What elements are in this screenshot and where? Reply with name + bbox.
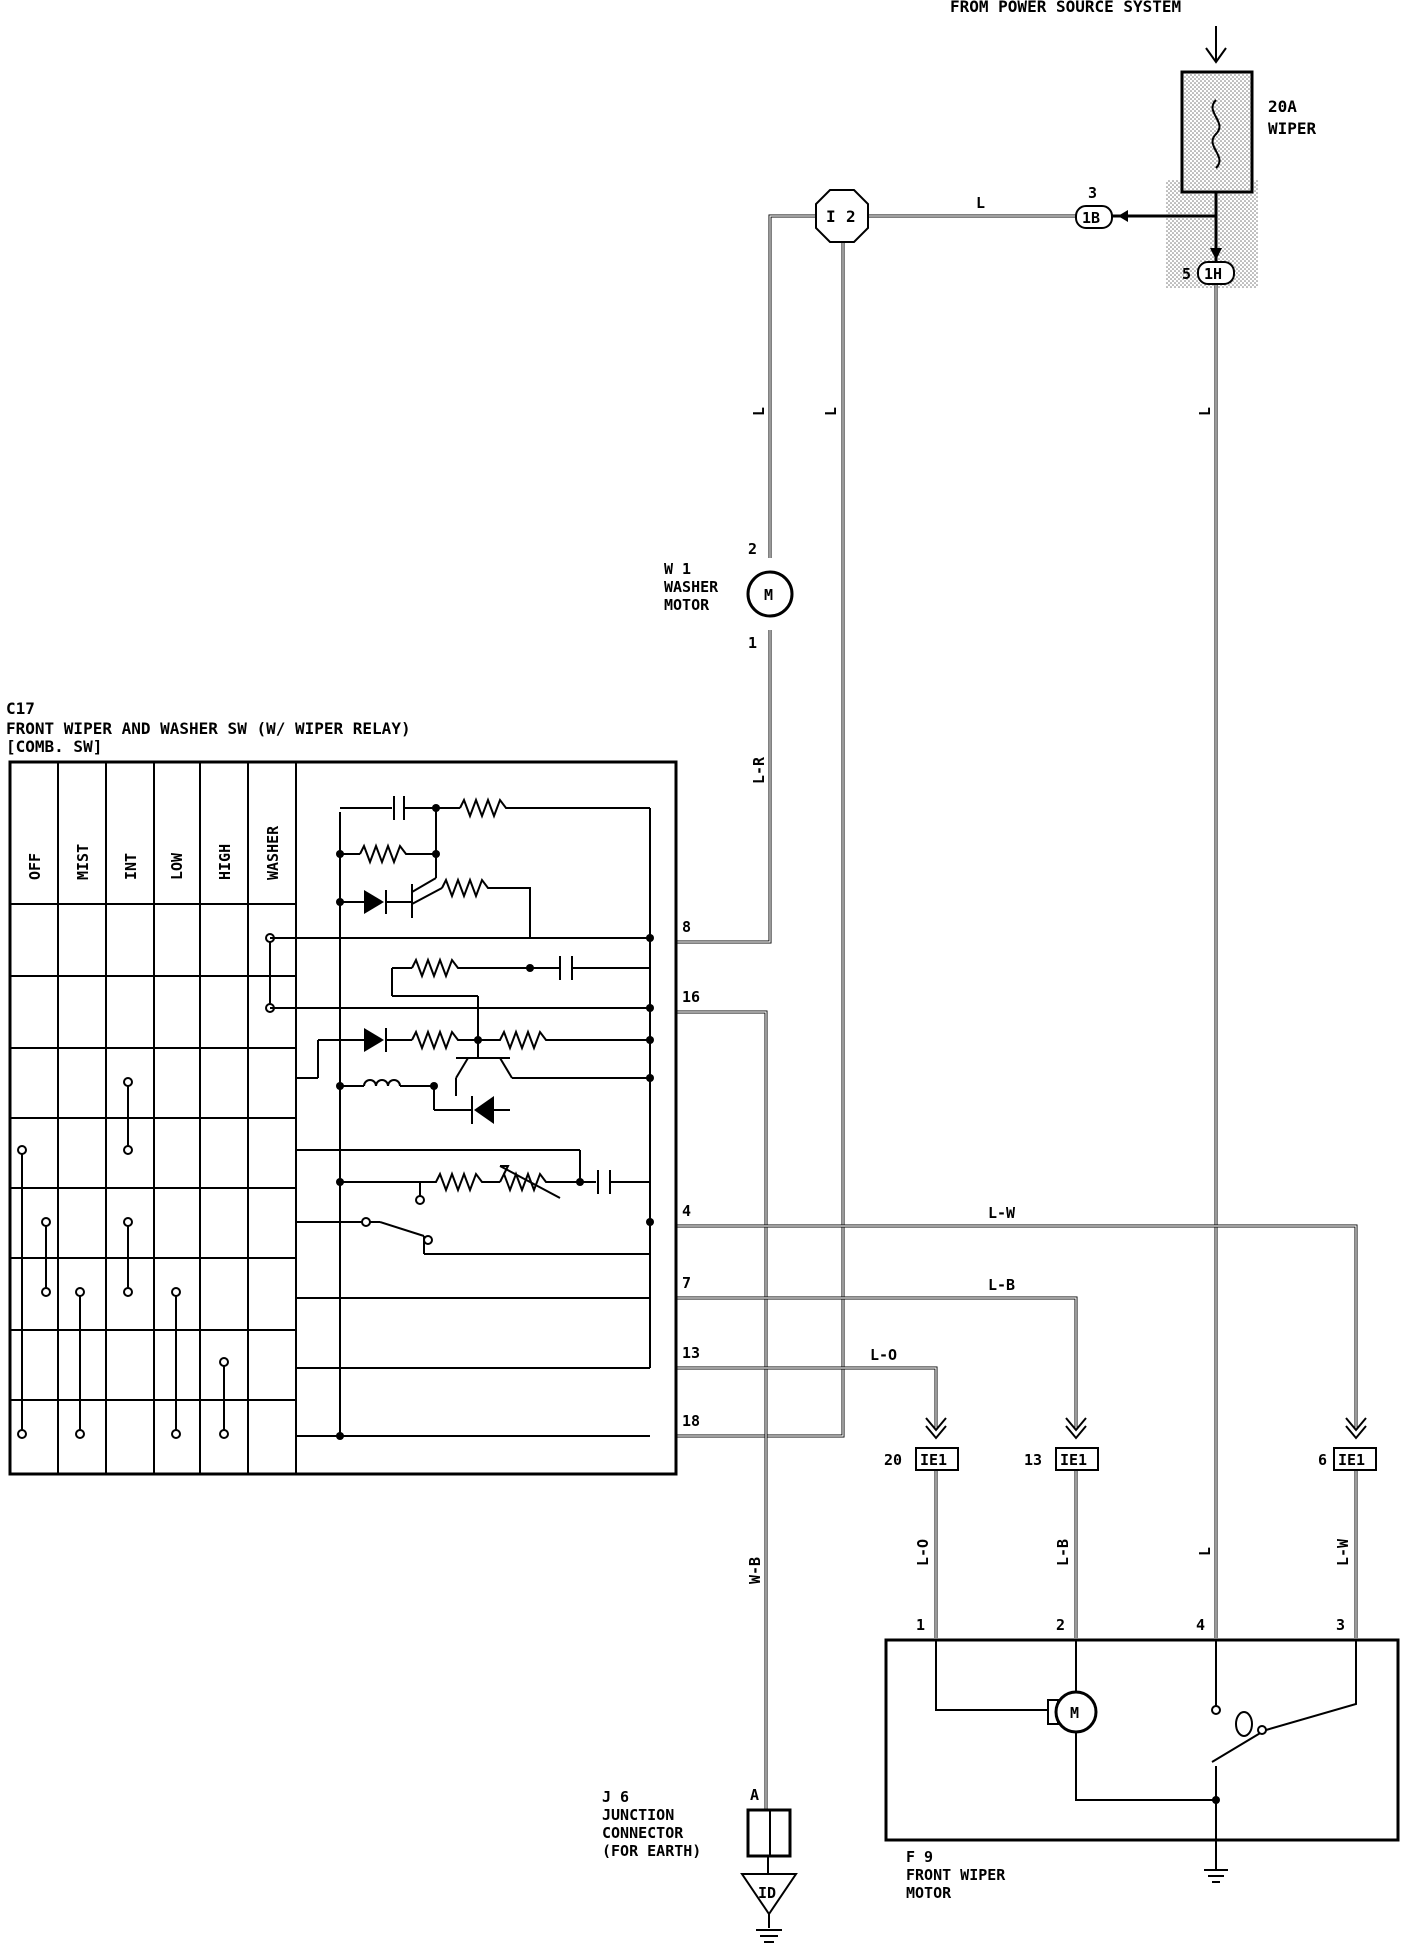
svg-text:A: A bbox=[750, 1786, 759, 1804]
relay-dots bbox=[336, 804, 654, 1440]
wire-label-l-top: L bbox=[976, 194, 985, 212]
motor-icon: M bbox=[764, 586, 773, 604]
svg-text:J 6: J 6 bbox=[602, 1788, 629, 1806]
wire-label-l-r: L-R bbox=[750, 756, 768, 784]
svg-text:FRONT WIPER: FRONT WIPER bbox=[906, 1866, 1006, 1884]
wire-label-l-o-v: L-O bbox=[914, 1539, 932, 1566]
washer-motor: M 2 1 W 1 WASHER MOTOR bbox=[664, 540, 794, 652]
wire-label-l-left: L bbox=[750, 407, 768, 416]
motor-icon: M bbox=[1070, 1704, 1079, 1722]
ground-icon bbox=[1204, 1869, 1228, 1883]
svg-text:IE1: IE1 bbox=[1338, 1451, 1365, 1469]
svg-text:1: 1 bbox=[748, 634, 757, 652]
svg-text:5: 5 bbox=[1182, 265, 1191, 283]
svg-text:3: 3 bbox=[1336, 1616, 1345, 1634]
column-low: LOW bbox=[168, 852, 186, 880]
front-wiper-motor: 1 2 4 3 M F 9 FRONT WIPER MOTOR bbox=[884, 1616, 1400, 1902]
svg-text:2: 2 bbox=[1056, 1616, 1065, 1634]
switch-subtitle: [COMB. SW] bbox=[6, 737, 102, 756]
column-high: HIGH bbox=[216, 844, 234, 880]
pin-8: 8 bbox=[682, 918, 691, 936]
connector-id: ID bbox=[758, 1884, 776, 1902]
wire-label-l-right: L bbox=[1196, 407, 1214, 416]
svg-text:IE1: IE1 bbox=[920, 1451, 947, 1469]
connector-1b: 1B 3 bbox=[1075, 184, 1113, 229]
wire-label-l-o: L-O bbox=[870, 1346, 897, 1364]
fuse-icon bbox=[1211, 99, 1221, 169]
column-int: INT bbox=[122, 853, 140, 880]
column-off: OFF bbox=[26, 853, 44, 880]
ground-icon bbox=[756, 1929, 782, 1943]
connector-ie1-13: IE1 13 bbox=[1024, 1447, 1099, 1471]
svg-text:JUNCTION: JUNCTION bbox=[602, 1806, 674, 1824]
svg-text:W 1: W 1 bbox=[664, 560, 691, 578]
wire-label-l-b-v: L-B bbox=[1054, 1539, 1072, 1566]
column-washer: WASHER bbox=[264, 825, 282, 880]
wire-label-l-right-low: L bbox=[1196, 1547, 1214, 1556]
switch-bus-lines bbox=[270, 808, 651, 1437]
wire-label-w-b: W-B bbox=[746, 1557, 764, 1584]
switch-table: OFF MIST INT LOW HIGH WASHER bbox=[8, 760, 700, 1476]
fuse-rating: 20A bbox=[1268, 97, 1297, 116]
svg-text:IE1: IE1 bbox=[1060, 1451, 1087, 1469]
connector-1h: 1H 5 bbox=[1182, 261, 1235, 285]
svg-text:2: 2 bbox=[748, 540, 757, 558]
svg-text:I: I bbox=[826, 207, 836, 226]
svg-text:4: 4 bbox=[1196, 1616, 1205, 1634]
svg-text:13: 13 bbox=[1024, 1451, 1042, 1469]
wire-label-l-w-v: L-W bbox=[1334, 1538, 1352, 1566]
pin-16: 16 bbox=[682, 988, 700, 1006]
svg-text:CONNECTOR: CONNECTOR bbox=[602, 1824, 684, 1842]
switch-title: FRONT WIPER AND WASHER SW (W/ WIPER RELA… bbox=[6, 719, 411, 738]
column-mist: MIST bbox=[74, 844, 92, 880]
wire-label-l-b: L-B bbox=[988, 1276, 1015, 1294]
svg-text:1: 1 bbox=[916, 1616, 925, 1634]
svg-text:20: 20 bbox=[884, 1451, 902, 1469]
connector-arrows-icon bbox=[925, 210, 1367, 1440]
pin-13: 13 bbox=[682, 1344, 700, 1362]
junction-i2: I 2 bbox=[815, 189, 869, 243]
svg-text:1H: 1H bbox=[1204, 265, 1222, 283]
wire-harness bbox=[676, 192, 1358, 1810]
svg-text:6: 6 bbox=[1318, 1451, 1327, 1469]
svg-text:3: 3 bbox=[1088, 184, 1097, 202]
svg-text:(FOR EARTH): (FOR EARTH) bbox=[602, 1842, 701, 1860]
junction-connector-j6: A J 6 JUNCTION CONNECTOR (FOR EARTH) ID bbox=[602, 1786, 798, 1943]
connector-ie1-20: IE1 20 bbox=[884, 1447, 959, 1471]
svg-text:F 9: F 9 bbox=[906, 1848, 933, 1866]
svg-text:MOTOR: MOTOR bbox=[664, 596, 710, 614]
svg-text:MOTOR: MOTOR bbox=[906, 1884, 952, 1902]
wire-label-l-mid: L bbox=[822, 407, 840, 416]
svg-text:WASHER: WASHER bbox=[664, 578, 719, 596]
pin-7: 7 bbox=[682, 1274, 691, 1292]
connector-ie1-6: IE1 6 bbox=[1318, 1447, 1377, 1471]
pin-4: 4 bbox=[682, 1202, 691, 1220]
svg-text:1B: 1B bbox=[1082, 209, 1100, 227]
pin-18: 18 bbox=[682, 1412, 700, 1430]
svg-text:2: 2 bbox=[846, 207, 856, 226]
wire-label-l-w: L-W bbox=[988, 1204, 1016, 1222]
switch-id: C17 bbox=[6, 699, 35, 718]
power-arrow-icon bbox=[1205, 26, 1227, 64]
fuse-name: WIPER bbox=[1268, 119, 1317, 138]
power-source-label: FROM POWER SOURCE SYSTEM bbox=[950, 0, 1181, 16]
